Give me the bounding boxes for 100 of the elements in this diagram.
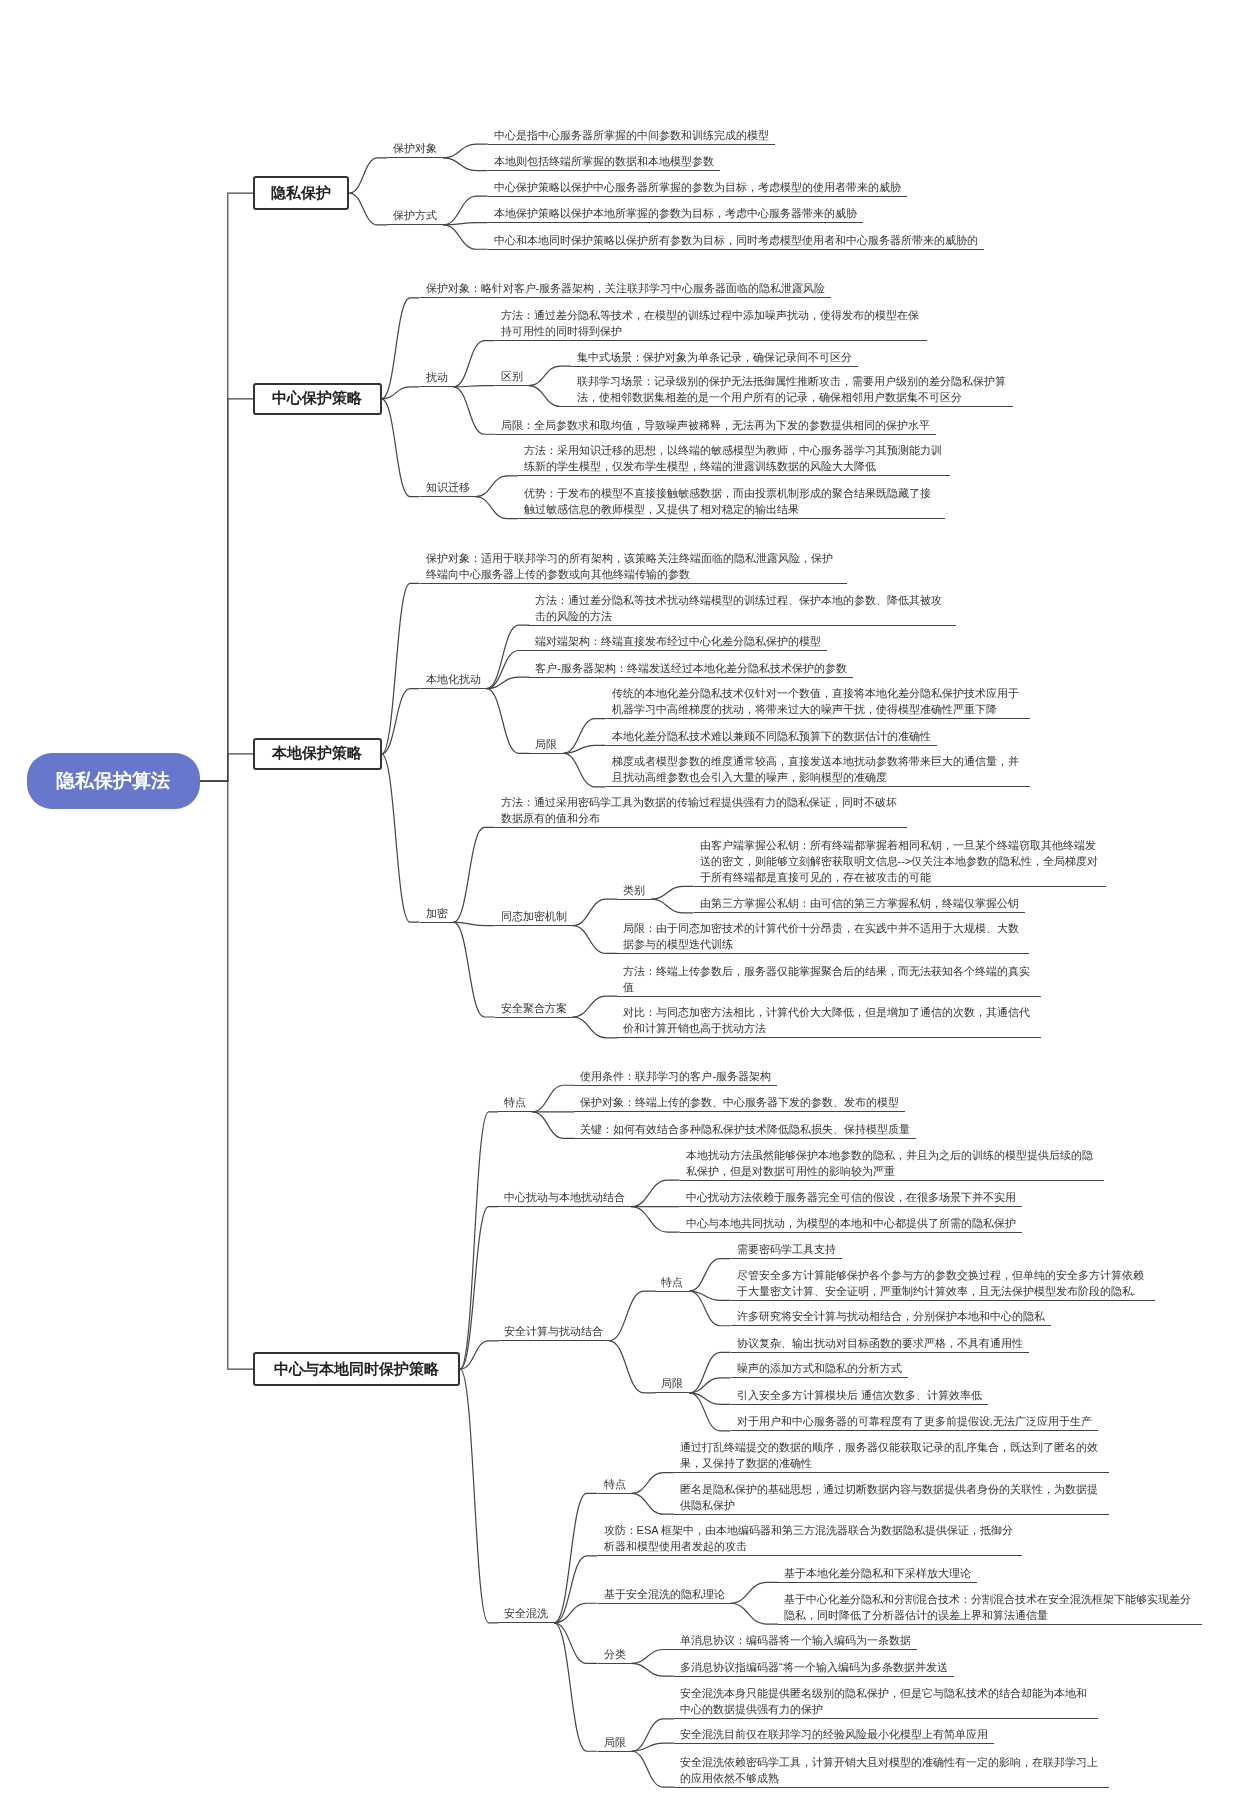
topic-text: 本地扰动方法虽然能够保护本地参数的隐私，并且为之后的训练的模型提供后续的隐私保护，但是对数据可用性的影响较为严重 xyxy=(679,1146,1104,1181)
topic-text: 保护对象：终端上传的参数、中心服务器下发的参数、发布的模型 xyxy=(574,1094,906,1113)
branch-connector xyxy=(380,753,421,923)
topic-text: 方法：通过差分隐私等技术扰动终端模型的训练过程、保护本地的参数、降低其被攻击的风险的方法 xyxy=(529,591,957,626)
topic-text: 对比：与同态加密方法相比，计算代价大大降低，但是增加了通信的次数，其通信代价和计算开销也高于扰动方法 xyxy=(617,1004,1042,1039)
branch-connector xyxy=(572,1016,618,1039)
topic-text: 保护对象：略针对客户-服务器架构，关注联邦学习中心服务器面临的隐私泄露风险 xyxy=(419,280,832,299)
topic-text: 本地化扰动 xyxy=(419,671,487,690)
branch-topic-box: 隐私保护 xyxy=(253,175,350,211)
branch-connector xyxy=(380,297,421,400)
topic-text: 许多研究将安全计算与扰动相结合，分别保护本地和中心的隐私 xyxy=(730,1308,1051,1327)
branch-connector xyxy=(452,386,496,435)
topic-text: 安全混洗依赖密码学工具，计算开销大且对模型的准确性有一定的影响，在联邦学习上的应用依然不够成熟 xyxy=(673,1753,1109,1788)
branch-connector xyxy=(688,1258,732,1292)
branch-connector xyxy=(474,496,519,520)
branch-connector xyxy=(562,718,607,754)
branch-connector xyxy=(562,752,607,788)
branch-connector xyxy=(348,157,388,194)
topic-text: 尽管安全多方计算能够保护各个参与方的参数交换过程，但单纯的安全多方计算依赖于大量密文计算、安全证明，严重制约计算效率，且无法保护模型发布阶段的隐私. xyxy=(730,1266,1155,1301)
topic-text: 中心扰动方法依赖于服务器完全可信的假设，在很多场景下并不实用 xyxy=(679,1189,1022,1208)
branch-topic-box: 中心保护策略 xyxy=(253,382,382,416)
branch-connector xyxy=(459,1340,499,1370)
topic-text: 局限 xyxy=(529,735,564,754)
topic-text: 安全混洗 xyxy=(498,1605,555,1624)
topic-text: 方法：通过差分隐私等技术，在模型的训练过程中添加噪声扰动，使得发布的模型在保持可用性的同时得到保护 xyxy=(494,307,927,342)
topic-text: 传统的本地化差分隐私技术仅针对一个数值，直接将本地化差分隐私保护技术应用于机器学习中高维梯度的扰动，将带来过大的噪声干扰，使得模型准确性严重下降 xyxy=(605,685,1030,720)
topic-text: 本地保护策略以保护本地所掌握的参数为目标，考虑中心服务器带来的威胁 xyxy=(487,205,863,224)
topic-text: 中心是指中心服务器所掌握的中间参数和训练完成的模型 xyxy=(487,126,775,145)
branch-connector xyxy=(459,1368,499,1624)
branch-connector xyxy=(608,1340,656,1394)
branch-connector xyxy=(630,1662,675,1677)
topic-text: 基于中心化差分隐私和分割混合技术：分割混合技术在安全混洗框架下能够实现差分隐私，同时降低了分析器估计的误差上界和算法通信量 xyxy=(777,1590,1202,1625)
branch-connector xyxy=(380,688,421,755)
branch-connector xyxy=(442,224,489,250)
branch-connector xyxy=(729,1581,779,1604)
branch-connector xyxy=(553,1622,599,1752)
topic-text: 中心与本地共同扰动，为模型的本地和中心都提供了所需的隐私保护 xyxy=(679,1214,1022,1233)
topic-text: 方法：采用知识迁移的思想，以终端的敏感模型为教师，中心服务器学习其预测能力训练新的学生模型，仅发布学生模型，终端的泄露训练数据的风险大大降低 xyxy=(517,442,950,477)
topic-text: 保护方式 xyxy=(387,207,444,226)
topic-text: 使用条件：联邦学习的客户-服务器架构 xyxy=(574,1067,778,1086)
branch-connector xyxy=(688,1392,732,1432)
topic-text: 保护对象 xyxy=(387,140,444,159)
branch-connector xyxy=(650,885,695,900)
branch-connector xyxy=(485,688,530,754)
branch-topic-box: 本地保护策略 xyxy=(253,737,382,771)
branch-connector xyxy=(553,1602,599,1624)
topic-text: 匿名是隐私保护的基础思想，通过切断数据内容与数据提供者身份的关联性，为数据提供隐私保护 xyxy=(673,1480,1109,1515)
topic-text: 知识迁移 xyxy=(419,479,476,498)
topic-text: 多消息协议指编码器“将一个输入编码为多条数据并发送 xyxy=(673,1658,954,1677)
branch-connector xyxy=(442,222,489,226)
topic-text: 特点 xyxy=(597,1475,632,1494)
branch-connector xyxy=(380,386,421,400)
topic-text: 区别 xyxy=(494,368,529,387)
branch-connector xyxy=(528,385,572,408)
topic-text: 安全混洗本身只能提供匿名级别的隐私保护，但是它与隐私技术的结合却能为本地和中心的数据提供强有力的保护 xyxy=(673,1685,1098,1720)
topic-text: 由第三方掌握公私钥：由可信的第三方掌握私钥，终端仅掌握公钥 xyxy=(693,895,1025,914)
topic-text: 端对端架构：终端直接发布经过中心化差分隐私保护的模型 xyxy=(529,633,828,651)
topic-text: 安全混洗目前仅在联邦学习的经验风险最小化模型上有简单应用 xyxy=(673,1725,994,1744)
topic-text: 基于本地化差分隐私和下采样放大理论 xyxy=(777,1564,977,1583)
topic-text: 协议复杂、输出扰动对目标函数的要求严格，不具有通用性 xyxy=(730,1334,1029,1353)
topic-text: 噪声的添加方式和隐私的分析方式 xyxy=(730,1360,908,1379)
topic-text: 本地化差分隐私技术难以兼顾不同隐私预算下的数据估计的准确性 xyxy=(605,727,937,746)
topic-text: 需要密码学工具支持 xyxy=(730,1241,842,1260)
topic-text: 本地则包括终端所掌握的数据和本地模型参数 xyxy=(487,153,720,172)
branch-connector xyxy=(630,1472,675,1494)
topic-text: 客户-服务器架构：终端发送经过本地化差分隐私技术保护的参数 xyxy=(529,659,853,678)
topic-text: 引入安全多方计算模块后 通信次数多、计算效率低 xyxy=(730,1386,988,1405)
branch-connector xyxy=(531,1111,576,1139)
branch-connector xyxy=(630,1718,675,1752)
branch-connector xyxy=(688,1290,732,1327)
topic-text: 对于用户和中心服务器的可靠程度有了更多前提假设,无法广泛应用于生产 xyxy=(730,1413,1098,1432)
branch-connector xyxy=(380,582,421,755)
topic-text: 扰动 xyxy=(419,369,454,388)
branch-connector xyxy=(452,385,496,388)
branch-connector xyxy=(452,921,496,1018)
topic-text: 单消息协议：编码器将一个输入编码为一条数据 xyxy=(673,1632,917,1650)
topic-text: 局限 xyxy=(655,1375,690,1394)
topic-text: 优势：于发布的模型不直接接触敏感数据，而由投票机制形成的聚合结果既隐藏了接触过敏感信息的教师模型，又提供了相对稳定的输出结果 xyxy=(517,485,945,520)
branch-topic-box: 中心与本地同时保护策略 xyxy=(253,1351,461,1387)
root-topic: 隐私保护算法 xyxy=(26,752,201,810)
topic-text: 联邦学习场景：记录级别的保护无法抵御属性推断攻击，需要用户级别的差分隐私保护算法，使相邻数据集相差的是一个用户所有的记录，确保相邻用户数据集不可区分 xyxy=(570,373,1013,407)
topic-text: 安全聚合方案 xyxy=(494,999,573,1018)
topic-text: 局限 xyxy=(597,1733,632,1752)
branch-connector xyxy=(729,1602,779,1625)
topic-text: 攻防：ESA 框架中，由本地编码器和第三方混洗器联合为数据隐私提供保证，抵御分析器和模型使用者发起的攻击 xyxy=(597,1522,1022,1557)
topic-text: 方法：通过采用密码学工具为数据的传输过程提供强有力的隐私保证，同时不破坏数据原有的值和分布 xyxy=(494,793,907,828)
branch-connector xyxy=(442,157,489,172)
topic-text: 基于安全混洗的隐私理论 xyxy=(597,1585,731,1604)
topic-text: 特点 xyxy=(498,1094,533,1113)
branch-connector xyxy=(380,398,421,498)
branch-connector xyxy=(459,1111,499,1370)
topic-text: 由客户端掌握公私钥：所有终端都掌握着相同私钥，一旦某个终端窃取其他终端发送的密文，则能够立刻解密获取明文信息-->仅关注本地参数的隐私性，全局梯度对于所有终端都是直接可见的，存在被攻击的可能 xyxy=(693,836,1106,887)
branch-connector xyxy=(553,1622,599,1664)
topic-text: 局限：全局参数求和取均值，导致噪声被稀释，无法再为下发的参数提供相同的保护水平 xyxy=(494,416,936,435)
branch-connector xyxy=(553,1492,599,1624)
topic-text: 中心扰动与本地扰动结合 xyxy=(498,1189,632,1208)
branch-connector xyxy=(630,1206,681,1233)
topic-text: 类别 xyxy=(617,881,652,900)
branch-connector xyxy=(688,1290,732,1301)
branch-connector xyxy=(485,624,530,690)
